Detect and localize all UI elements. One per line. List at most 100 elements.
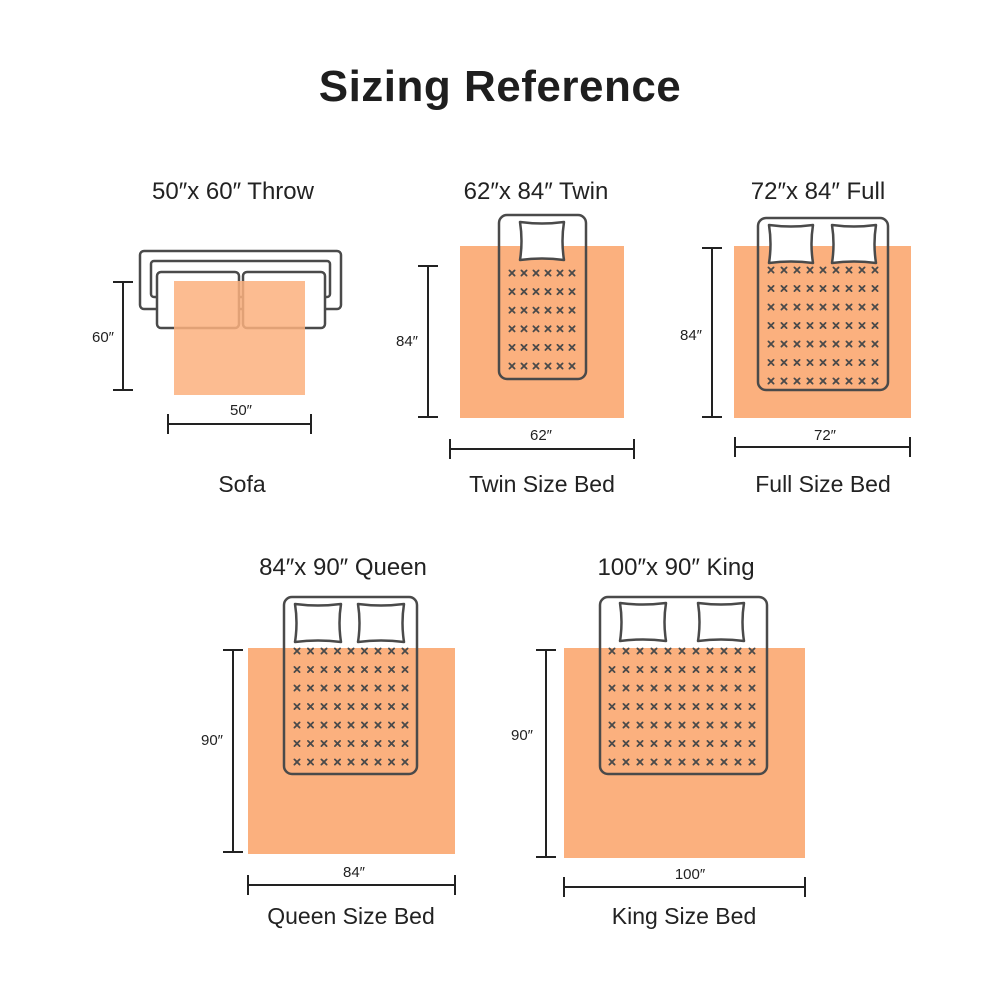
- quilt-stitch-icon: [568, 306, 576, 314]
- quilt-stitch-icon: [871, 303, 879, 311]
- quilt-stitch-icon: [734, 703, 742, 710]
- full-width-dimension: [734, 437, 911, 457]
- king-width-label: 100″: [675, 866, 706, 883]
- quilt-stitch-icon: [532, 288, 540, 296]
- quilt-stitch-icon: [293, 666, 301, 673]
- quilt-stitch-icon: [347, 740, 355, 747]
- quilt-stitch-icon: [320, 721, 328, 729]
- quilt-stitch-icon: [508, 343, 516, 351]
- quilt-stitch-icon: [334, 740, 341, 747]
- quilt-stitch-icon: [320, 666, 328, 673]
- quilt-stitch-icon: [320, 703, 328, 710]
- quilt-stitch-icon: [520, 306, 528, 314]
- quilt-stitch-icon: [374, 703, 382, 710]
- quilt-stitch-icon: [720, 703, 728, 710]
- quilt-stitch-icon: [347, 721, 355, 729]
- quilt-stitch-icon: [819, 266, 827, 274]
- quilt-stitch-icon: [832, 322, 840, 329]
- quilt-stitch-icon: [608, 721, 616, 729]
- quilt-stitch-icon: [678, 684, 686, 692]
- quilt-stitch-icon: [706, 684, 714, 692]
- quilt-stitch-icon: [678, 740, 686, 747]
- quilt-stitch-icon: [293, 721, 301, 729]
- quilt-stitch-icon: [734, 647, 742, 655]
- quilt-stitch-icon: [520, 325, 528, 333]
- king-caption: King Size Bed: [612, 903, 756, 929]
- quilt-stitch-icon: [858, 266, 866, 274]
- quilt-stitch-icon: [544, 343, 552, 351]
- pillow-icon: [518, 220, 566, 262]
- quilt-stitch-icon: [568, 325, 576, 333]
- king-height-dimension: [536, 649, 556, 858]
- queen-width-dimension: [247, 875, 456, 895]
- quilt-stitch-icon: [532, 325, 540, 333]
- full-height-label: 84″: [680, 327, 703, 344]
- quilt-stitch-icon: [520, 269, 528, 277]
- quilt-stitch-icon: [347, 758, 355, 766]
- quilt-stitch-icon: [320, 647, 328, 655]
- quilt-stitch-icon: [334, 758, 341, 766]
- quilt-stitch-icon: [819, 359, 827, 366]
- throw-height-dimension: [113, 281, 133, 391]
- queen-height-dimension: [223, 649, 243, 853]
- queen-caption: Queen Size Bed: [267, 903, 435, 929]
- quilt-stitch-icon: [568, 288, 576, 296]
- quilt-stitch-icon: [871, 377, 879, 385]
- quilt-stitch-icon: [388, 647, 395, 655]
- queen-height-label: 90″: [201, 732, 224, 749]
- quilt-stitch-icon: [388, 703, 395, 710]
- quilt-stitch-icon: [664, 721, 672, 729]
- quilt-stitch-icon: [692, 740, 700, 747]
- quilt-stitch-icon: [767, 285, 775, 292]
- quilt-stitch-icon: [678, 666, 686, 673]
- quilt-stitch-icon: [692, 684, 700, 692]
- quilt-stitch-icon: [806, 377, 814, 385]
- quilt-stitch-icon: [845, 303, 853, 311]
- quilt-stitch-icon: [374, 684, 382, 692]
- quilt-stitch-icon: [678, 647, 686, 655]
- quilt-stitch-icon: [568, 343, 576, 351]
- twin-width-dimension: [449, 439, 635, 459]
- quilt-stitch-icon: [871, 285, 879, 292]
- quilt-stitch-icon: [293, 758, 301, 766]
- queen-heading: 84″x 90″ Queen: [259, 554, 427, 581]
- quilt-stitch-icon: [532, 343, 540, 351]
- quilt-stitch-icon: [858, 303, 866, 311]
- quilt-stitch-icon: [608, 703, 616, 710]
- quilt-stitch-icon: [780, 322, 788, 329]
- panel-throw: 50″x 60″ Throw 60″ 50″ Sofa: [92, 178, 343, 497]
- quilt-stitch-icon: [793, 303, 801, 311]
- king-bed-icon: [598, 595, 769, 776]
- quilt-stitch-icon: [347, 703, 355, 710]
- quilt-stitch-icon: [636, 703, 644, 710]
- throw-width-label: 50″: [230, 402, 253, 419]
- quilt-stitch-icon: [692, 703, 700, 710]
- quilt-stitch-icon: [720, 721, 728, 729]
- quilt-stitch-icon: [568, 269, 576, 277]
- quilt-stitch-icon: [622, 758, 630, 766]
- quilt-stitch-icon: [622, 684, 630, 692]
- quilt-stitch-icon: [793, 359, 801, 366]
- quilt-stitch-icon: [532, 269, 540, 277]
- quilt-stitch-icon: [361, 758, 368, 766]
- quilt-stitch-icon: [401, 666, 409, 673]
- quilt-stitch-icon: [532, 362, 540, 370]
- quilt-stitch-icon: [568, 362, 576, 370]
- quilt-stitch-icon: [388, 684, 395, 692]
- quilt-stitch-icon: [845, 285, 853, 292]
- quilt-stitch-icon: [544, 269, 552, 277]
- quilt-stitch-icon: [767, 322, 775, 329]
- quilt-stitch-icon: [845, 340, 853, 348]
- quilt-stitch-icon: [320, 684, 328, 692]
- quilt-stitch-icon: [361, 647, 368, 655]
- quilt-stitch-icon: [720, 758, 728, 766]
- quilt-stitch-icon: [361, 666, 368, 673]
- twin-caption: Twin Size Bed: [469, 471, 615, 497]
- quilt-stitch-icon: [636, 740, 644, 747]
- quilt-stitch-icon: [374, 721, 382, 729]
- quilt-stitch-icon: [608, 758, 616, 766]
- quilt-stitch-icon: [780, 285, 788, 292]
- quilt-stitch-icon: [334, 666, 341, 673]
- quilt-stitch-icon: [678, 703, 686, 710]
